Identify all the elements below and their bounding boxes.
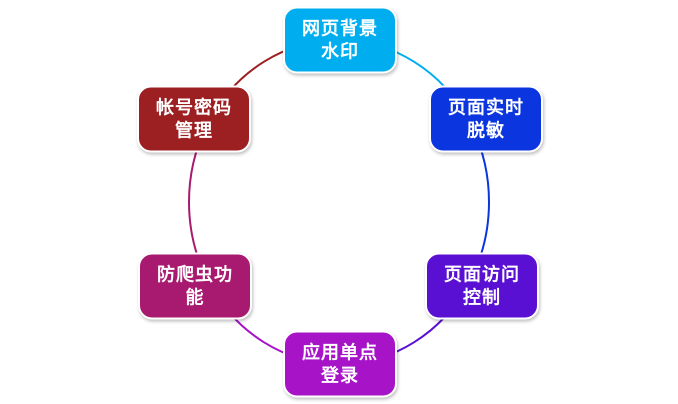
node-page-access-control-label: 页面访问 控制 xyxy=(444,264,520,308)
node-realtime-masking-label: 页面实时 脱敏 xyxy=(448,97,524,141)
node-anti-crawler: 防爬虫功 能 xyxy=(138,252,252,320)
node-account-password-mgmt: 帐号密码 管理 xyxy=(137,85,251,153)
node-anti-crawler-label: 防爬虫功 能 xyxy=(157,264,233,308)
node-app-sso-label: 应用单点 登录 xyxy=(302,342,378,386)
node-web-watermark-label: 网页背景 水印 xyxy=(302,18,378,62)
node-page-access-control: 页面访问 控制 xyxy=(425,252,539,320)
node-realtime-masking: 页面实时 脱敏 xyxy=(429,85,543,153)
node-web-watermark: 网页背景 水印 xyxy=(283,6,397,74)
node-app-sso: 应用单点 登录 xyxy=(283,330,397,398)
node-account-password-mgmt-label: 帐号密码 管理 xyxy=(156,97,232,141)
